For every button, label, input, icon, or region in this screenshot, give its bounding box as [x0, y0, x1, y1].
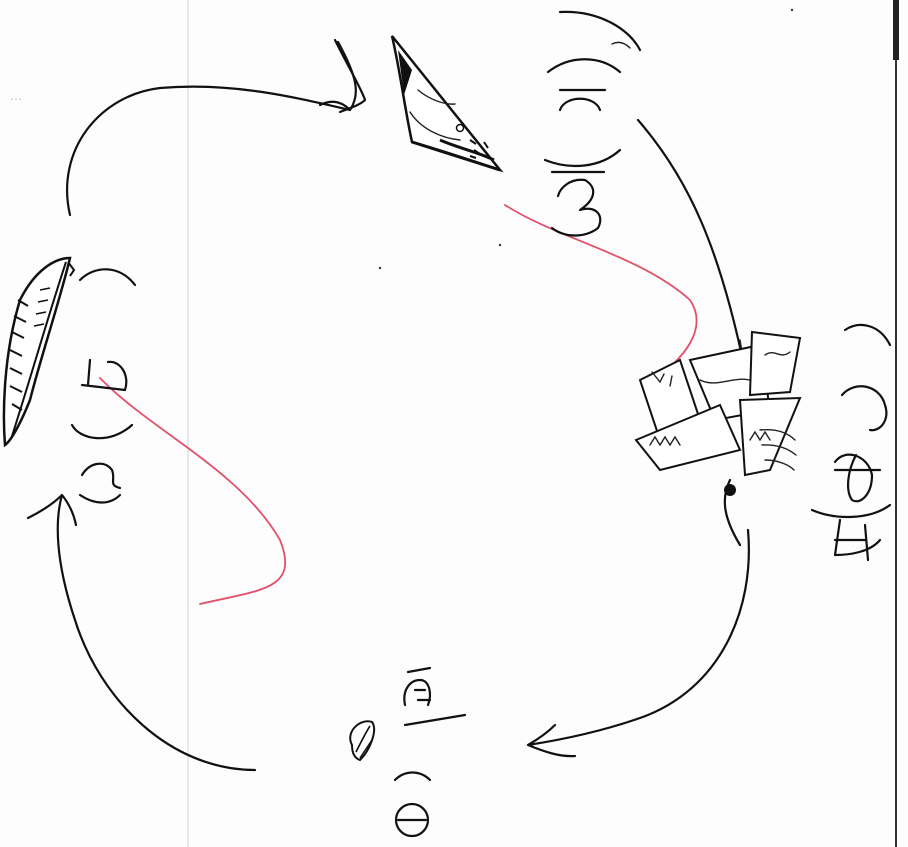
stray-dot — [791, 9, 793, 11]
stray-dot — [499, 244, 501, 246]
label-stage-2 — [72, 269, 135, 502]
red-line-right — [505, 205, 697, 375]
stray-dot — [379, 267, 381, 269]
arrow-right — [560, 12, 745, 370]
arrow-top-head — [335, 40, 365, 112]
faint-scan-text: … — [10, 89, 22, 103]
stray-mark — [612, 42, 630, 48]
arrow-left — [28, 495, 255, 770]
label-stage-3 — [545, 59, 620, 235]
red-line-left — [100, 378, 285, 604]
arrow-top — [67, 42, 356, 215]
label-stage-1 — [395, 668, 465, 836]
leaf-seedling-icon — [4, 258, 74, 445]
seed-sprout-icon — [350, 721, 374, 760]
bamboo-leaves-icon — [636, 332, 800, 545]
label-stage-4 — [812, 325, 890, 560]
bamboo-shoot-icon — [392, 36, 500, 170]
arrow-bottom-right — [528, 530, 749, 756]
stage-4-answer: あ — [0, 0, 1, 1]
